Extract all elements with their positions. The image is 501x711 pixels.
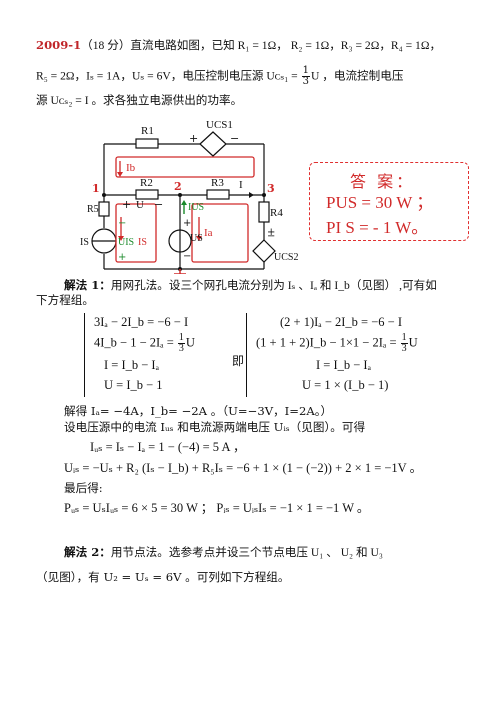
solution1-set: 设电压源中的电流 Iᵤₛ 和电流源两端电压 Uᵢₛ（见图）。可得 (64, 420, 366, 434)
label-uis: UIS (118, 237, 134, 248)
left-eq-2-text: 4I_b − 1 − 2Iₐ = (94, 335, 177, 350)
label-i: I (239, 179, 243, 191)
solution2-text2: （见图），有 U₂ = Uₛ = 6V 。可列如下方程组。 (36, 570, 290, 584)
solution1-solve: 解得 Iₐ= −4A，I_b= −2A 。（U=−3V，I=2A。） (64, 404, 333, 418)
label-uis-plus: + (118, 252, 126, 263)
label-us-minus: − (183, 251, 191, 262)
solution1-intro: 解法 1：用网孔法。设三个网孔电流分别为 Iₛ 、Iₐ 和 I_b（见图） ,可… (64, 278, 481, 293)
problem-line-3: 源 Uᴄₛ₂ = I 。求各独立电源供出的功率。 (36, 93, 481, 108)
label-ius: IUS (188, 202, 204, 213)
solution2-heading: 解法 2： (64, 545, 111, 559)
solution2-text: 用节点法。选参考点并设三个节点电压 U₁ 、 U₂ 和 U₃ (110, 546, 383, 559)
right-eq-2-var: U (408, 335, 418, 350)
label-ucs2-minus: − (267, 231, 275, 242)
label-node1: 1 (92, 182, 100, 195)
label-r1: R1 (141, 125, 154, 137)
fraction-numerator: 1 (177, 332, 185, 344)
right-eq-3: I = I_b − Iₐ (316, 358, 372, 372)
label-node3: 3 (267, 182, 275, 195)
label-ia: Ia (204, 227, 213, 239)
left-eq-4: U = I_b − 1 (104, 378, 163, 392)
answer-p-us: PUS = 30 W ； (326, 193, 434, 212)
label-ucs1: UCS1 (206, 119, 233, 131)
label-ucs2: UCS2 (274, 252, 298, 263)
label-ucs2-plus: + (267, 227, 275, 238)
solution1-intro2: 下方程组。 (36, 293, 94, 307)
left-eq-3: I = I_b − Iₐ (104, 358, 160, 372)
solution1-power-equation: Pᵤₛ = UₛIᵤₛ = 6 × 5 = 30 W ； Pᵢₛ = UᵢₛIₛ… (64, 501, 370, 515)
problem-line-1: 2009-1（18 分）直流电路如图，已知 R₁ = 1Ω， R₂ = 1Ω，R… (36, 38, 481, 53)
fraction-denominator: 3 (302, 76, 309, 87)
label-u-plus: + (122, 198, 131, 211)
label-is-mid: IS (138, 237, 147, 248)
label-ib: Ib (126, 162, 136, 174)
label-u: U (136, 199, 144, 211)
label-us-plus: + (183, 218, 191, 229)
solution2-intro: 解法 2：用节点法。选参考点并设三个节点电压 U₁ 、 U₂ 和 U₃ (64, 545, 481, 560)
solution1-intro-text: 用网孔法。设三个网孔电流分别为 Iₛ 、Iₐ 和 I_b（见图） ,可有如 (110, 279, 437, 292)
right-brace (246, 313, 247, 397)
answer-title: 答 案： (350, 172, 416, 191)
label-r2: R2 (140, 177, 153, 189)
label-ucs1-minus: − (230, 132, 239, 145)
solution1-finally: 最后得: (64, 481, 103, 495)
circuit-diagram: UCS1 + − R1 Ib 1 2 3 R2 R3 I R5 R4 + U −… (80, 119, 298, 274)
equiv-label: 即 (232, 354, 245, 368)
label-uis-minus: − (118, 218, 126, 229)
right-equation-system: (2 + 1)Iₐ − 2I_b = −6 − I (1 + 1 + 2)I_b… (252, 313, 472, 397)
problem-line-2: R₅ = 2Ω，Iₛ = 1A，Uₛ = 6V，电压控制电压源 Uᴄₛ₁ = 1… (36, 66, 481, 87)
answer-box: 答 案： PUS = 30 W ； PI S = - 1 W。 (309, 162, 469, 241)
problem-line2-text: R₅ = 2Ω，Iₛ = 1A，Uₛ = 6V，电压控制电压源 Uᴄₛ₁ = (36, 69, 301, 83)
left-brace (84, 313, 85, 397)
left-eq-1: 3Iₐ − 2I_b = −6 − I (94, 315, 189, 329)
label-ucs1-plus: + (189, 132, 198, 145)
solution1-ius-equation: Iᵤₛ = Iₛ − Iₐ = 1 − (−4) = 5 A ， (90, 440, 246, 454)
solution1-uis-equation: Uᵢₛ = −Uₛ + R₂ (Iₛ − I_b) + R₅Iₛ = −6 + … (64, 461, 423, 475)
problem-line2-tail: U ，电流控制电压 (311, 69, 404, 83)
label-r5: R5 (87, 204, 99, 215)
left-eq-2-var: U (185, 335, 195, 350)
right-eq-2-text: (1 + 1 + 2)I_b − 1×1 − 2Iₐ = (256, 335, 400, 350)
fraction-numerator: 1 (301, 65, 310, 77)
fraction-numerator: 1 (400, 332, 408, 344)
label-node2: 2 (174, 180, 182, 193)
label-r3: R3 (211, 177, 224, 189)
right-eq-4: U = 1 × (I_b − 1) (302, 378, 389, 392)
problem-line3-text: 源 Uᴄₛ₂ = I 。求各独立电源供出的功率。 (36, 94, 243, 107)
solution1-heading: 解法 1： (64, 278, 111, 292)
fraction-denominator: 3 (178, 343, 184, 354)
problem-line1-text: （18 分）直流电路如图，已知 R₁ = 1Ω， R₂ = 1Ω，R₃ = 2Ω… (81, 39, 442, 52)
label-r4: R4 (270, 207, 283, 219)
label-u-minus: − (154, 198, 163, 211)
label-is-left: IS (80, 237, 89, 248)
right-eq-1: (2 + 1)Iₐ − 2I_b = −6 − I (280, 315, 402, 329)
answer-p-is: PI S = - 1 W。 (326, 218, 429, 237)
problem-code: 2009-1 (36, 38, 82, 52)
label-us: US (190, 233, 203, 244)
fraction-denominator: 3 (401, 343, 407, 354)
